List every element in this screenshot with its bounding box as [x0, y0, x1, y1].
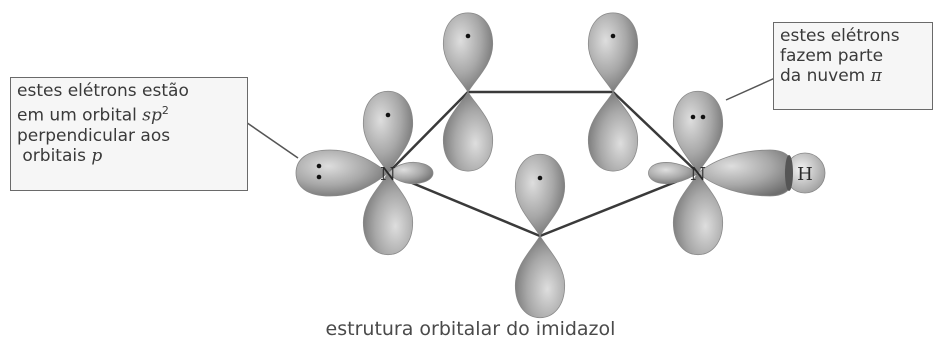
callout-line: em um orbital sp2: [17, 104, 169, 126]
callout-line: estes elétrons: [780, 26, 900, 46]
diagram-caption: estrutura orbitalar do imidazol: [325, 318, 616, 340]
lone-pair-dot: [316, 163, 322, 169]
electron-dot: [465, 33, 471, 39]
pi-electron-dot: [700, 114, 706, 120]
bond-n1-c5: [387, 91, 469, 174]
hydrogen-s-orbital: H: [784, 152, 826, 194]
nitrogen-left-label: N: [380, 164, 396, 185]
right-callout-pointer: [725, 77, 776, 101]
pi-electron-dot: [690, 114, 696, 120]
right-n-p-orbital: [672, 90, 724, 256]
callout-pointers: [239, 77, 776, 159]
c4-p-orbital: [587, 12, 639, 172]
nitrogen-right-label: N: [690, 164, 706, 185]
left-n-sp2-orbital: [295, 149, 434, 197]
pi-cloud-callout: estes elétrons fazem parte da nuvem π: [773, 22, 933, 110]
hydrogen-label: H: [797, 164, 813, 185]
electron-dot: [610, 33, 616, 39]
callout-line: orbitais p: [17, 145, 103, 166]
bond-c4-n3: [612, 91, 699, 174]
right-n-sp2-orbital: [648, 149, 795, 197]
left-callout-pointer: [239, 117, 299, 159]
callout-line: da nuvem π: [780, 66, 882, 86]
lone-pair-dot: [316, 174, 322, 180]
callout-line: fazem parte: [780, 46, 884, 66]
electron-dot: [385, 112, 391, 118]
sp2-lone-pair-callout: estes elétrons estão em um orbital sp2 p…: [10, 77, 248, 191]
left-n-p-orbital: [362, 90, 414, 256]
electron-dot: [537, 175, 543, 181]
c2-p-orbital: [514, 153, 566, 319]
c5-p-orbital: [442, 12, 494, 172]
callout-line: estes elétrons estão: [17, 81, 189, 101]
callout-line: perpendicular aos: [17, 125, 171, 146]
